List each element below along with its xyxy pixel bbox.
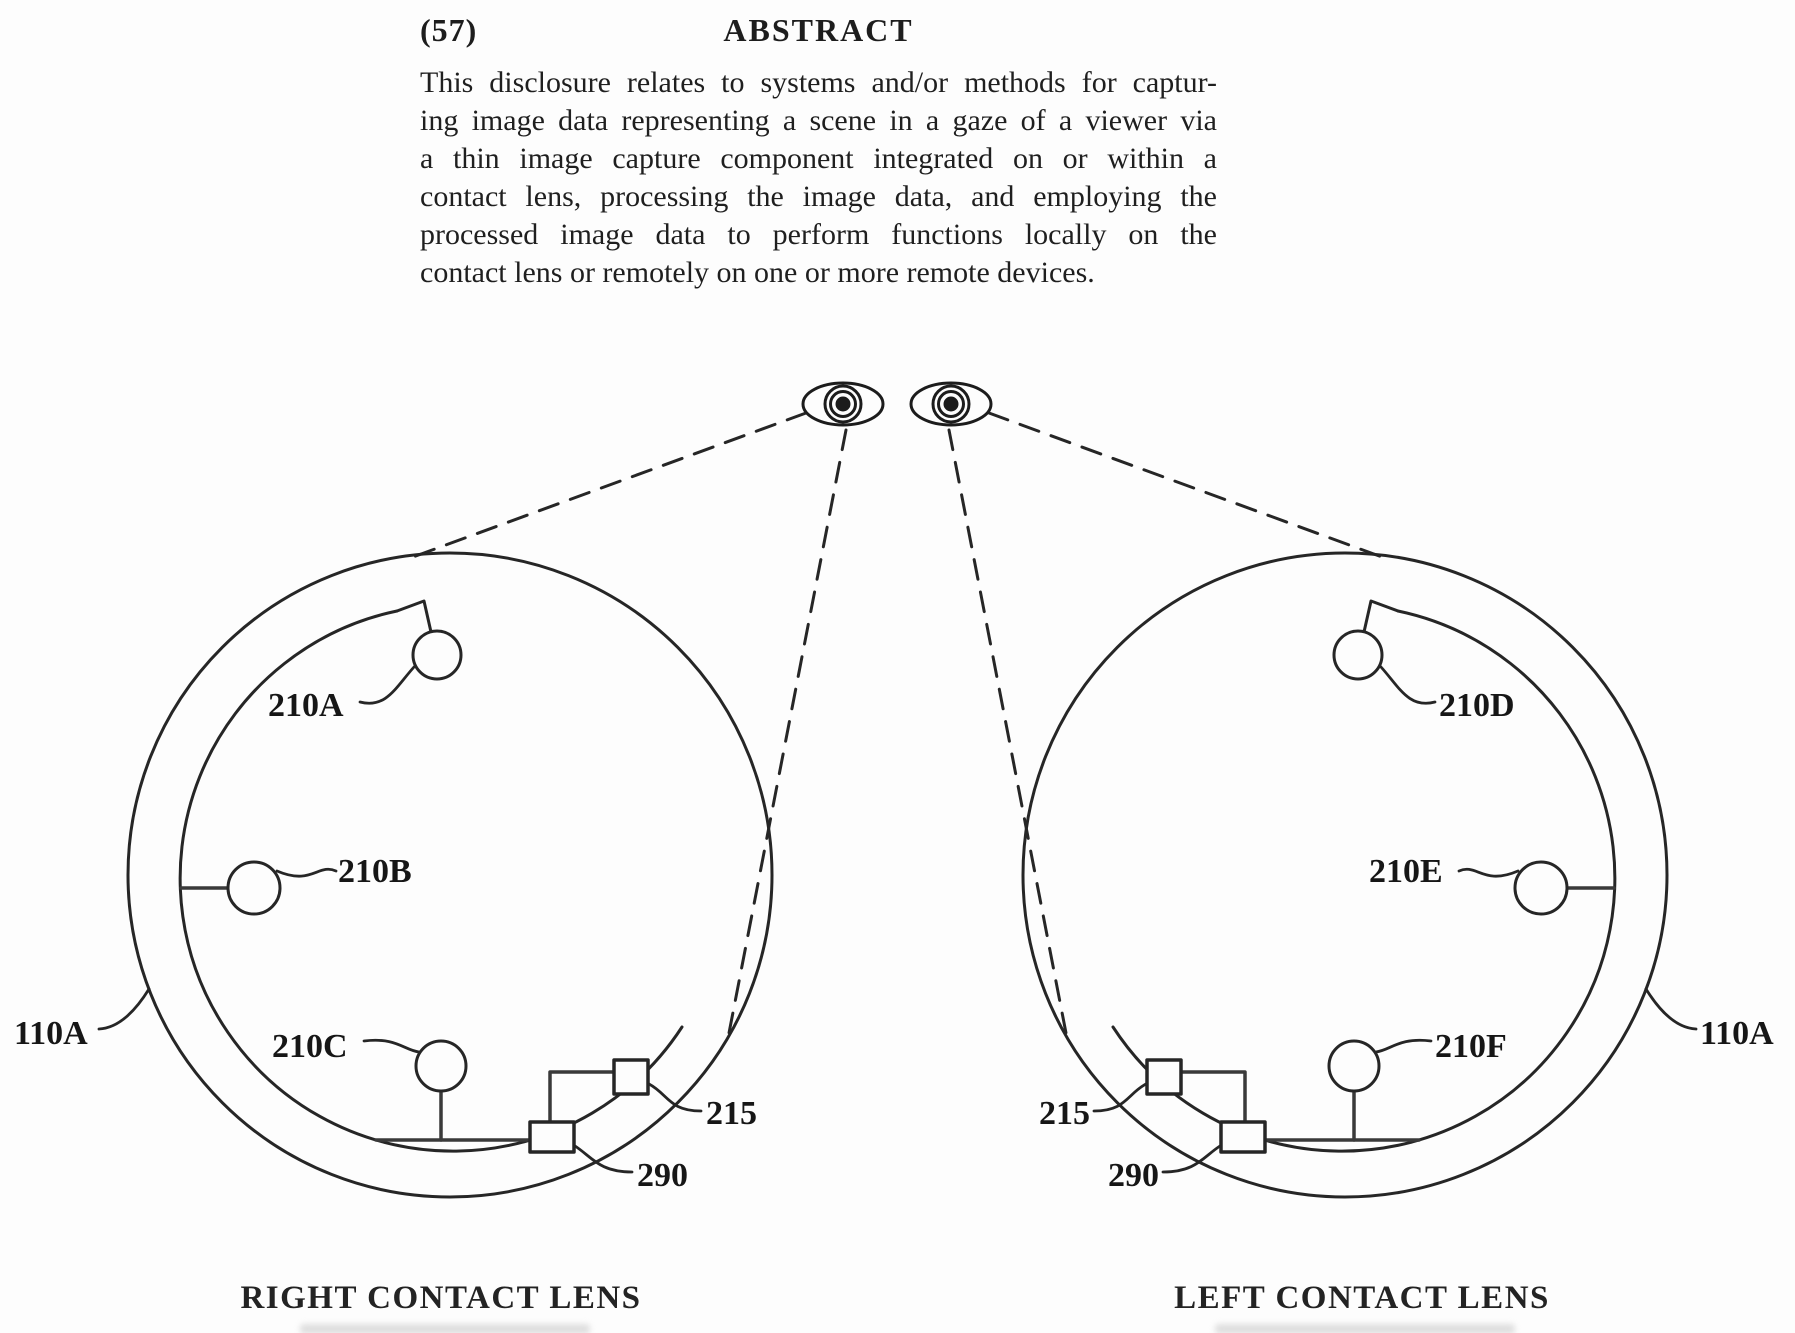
- projection-line: [987, 411, 1384, 559]
- sensor-circle-210F: [1327, 1039, 1381, 1093]
- abstract-body: This disclosure relates to systems and/o…: [420, 64, 1217, 292]
- leader-210B: [275, 867, 338, 878]
- leader-210F: [1374, 1038, 1433, 1054]
- leader-215: [1092, 1082, 1148, 1113]
- hub-square-290: [1219, 1120, 1267, 1154]
- label-210D: 210D: [1439, 687, 1515, 724]
- label-215: 215: [1039, 1095, 1090, 1132]
- label-210B: 210B: [338, 853, 412, 890]
- gaze-projection-lines: [411, 411, 1384, 1035]
- eye-icon: [801, 381, 885, 427]
- projection-line: [727, 428, 848, 1035]
- abstract-line: This disclosure relates to systems and/o…: [420, 66, 1217, 99]
- caption-left-contact-lens: LEFT CONTACT LENS: [1174, 1280, 1550, 1316]
- left-contact-lens-diagram: [1021, 551, 1698, 1199]
- right-contact-lens-diagram: [97, 551, 774, 1199]
- hub-square-290: [528, 1120, 576, 1154]
- leader-290: [573, 1144, 634, 1174]
- abstract-line: contact lens or remotely on one or more …: [420, 256, 1095, 289]
- label-290: 290: [1108, 1157, 1159, 1194]
- label-290: 290: [637, 1157, 688, 1194]
- abstract-line: processed image data to perform function…: [420, 218, 1217, 251]
- abstract-line: ing image data representing a scene in a…: [420, 104, 1217, 137]
- label-215: 215: [706, 1095, 757, 1132]
- label-110A: 110A: [1700, 1015, 1774, 1052]
- chip-wire: [548, 1070, 616, 1124]
- sensor-circle-210B: [226, 860, 282, 916]
- leader-110A: [97, 987, 151, 1031]
- chip-wire: [1179, 1070, 1247, 1124]
- sensor-connector: [395, 599, 433, 634]
- chip-square-215: [1145, 1058, 1183, 1096]
- label-110A: 110A: [14, 1015, 88, 1052]
- sensor-circle-210E: [1513, 860, 1569, 916]
- leader-210C: [362, 1038, 421, 1054]
- label-210E: 210E: [1369, 853, 1443, 890]
- label-210C: 210C: [272, 1028, 348, 1065]
- contact-lens-figure: 210A 210B 210C 215 290 110A 2: [14, 381, 1774, 1316]
- abstract-line: contact lens, processing the image data,…: [420, 180, 1217, 213]
- projection-line: [947, 428, 1068, 1035]
- abstract-field-number: (57): [420, 12, 478, 48]
- leader-210E: [1457, 867, 1520, 878]
- abstract-header: (57) ABSTRACT: [420, 12, 1217, 56]
- sensor-circle-210C: [414, 1039, 468, 1093]
- sensor-circle-210D: [1332, 629, 1384, 681]
- leader-110A: [1644, 987, 1698, 1031]
- sensor-circle-210A: [411, 629, 463, 681]
- abstract-line: a thin image capture component integrate…: [420, 142, 1217, 175]
- scan-artifact: [1215, 1324, 1515, 1333]
- leader-210A: [358, 665, 416, 705]
- chip-square-215: [612, 1058, 650, 1096]
- leader-210D: [1379, 665, 1437, 705]
- scan-artifact: [300, 1324, 590, 1333]
- projection-line: [411, 411, 808, 559]
- lens-outer-circle: [1021, 551, 1669, 1199]
- label-210A: 210A: [268, 687, 344, 724]
- sensor-connector: [1362, 599, 1400, 634]
- lens-outer-circle: [126, 551, 774, 1199]
- caption-right-contact-lens: RIGHT CONTACT LENS: [240, 1280, 641, 1316]
- eye-icon: [909, 381, 993, 427]
- abstract-section: (57) ABSTRACT This disclosure relates to…: [420, 12, 1217, 292]
- label-210F: 210F: [1435, 1028, 1507, 1065]
- abstract-title: ABSTRACT: [723, 12, 914, 48]
- leader-215: [647, 1082, 703, 1113]
- leader-290: [1161, 1144, 1222, 1174]
